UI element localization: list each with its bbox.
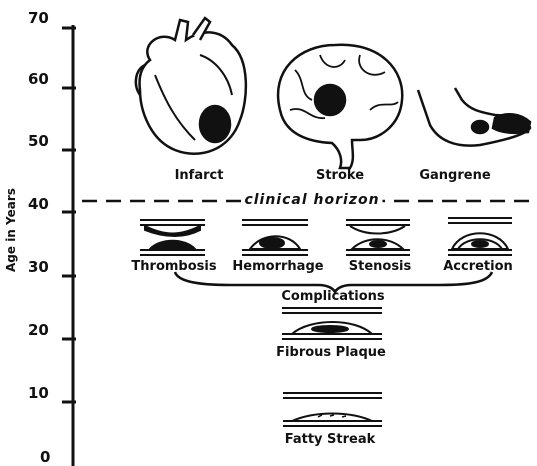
- y-tick-40: 40: [28, 195, 49, 213]
- accretion-label: Accretion: [443, 259, 513, 274]
- thrombosis-label: Thrombosis: [131, 259, 216, 274]
- infarct-label: Infarct: [175, 168, 224, 183]
- fibrous-plaque-label: Fibrous Plaque: [276, 345, 386, 360]
- y-axis-title: Age in Years: [4, 188, 18, 272]
- brain-illustration: [278, 45, 402, 168]
- y-tick-50: 50: [28, 132, 49, 150]
- fatty-streak-lesion: [283, 393, 382, 426]
- thrombosis-lesion: [140, 220, 205, 255]
- gangrene-label: Gangrene: [419, 168, 490, 183]
- y-tick-0: 0: [40, 448, 50, 466]
- stenosis-label: Stenosis: [349, 259, 412, 274]
- y-tick-20: 20: [28, 321, 49, 339]
- hemorrhage-label: Hemorrhage: [232, 259, 323, 274]
- stroke-label: Stroke: [316, 168, 364, 183]
- fatty-streak-label: Fatty Streak: [285, 432, 376, 447]
- y-tick-60: 60: [28, 70, 49, 88]
- complications-label: Complications: [281, 289, 384, 304]
- clinical-horizon-label: clinical horizon: [241, 192, 382, 208]
- foot-illustration: [418, 88, 530, 146]
- y-tick-70: 70: [28, 9, 49, 27]
- fibrous-plaque-lesion: [282, 308, 382, 339]
- accretion-lesion: [448, 218, 512, 255]
- stenosis-lesion: [346, 220, 410, 255]
- y-tick-10: 10: [28, 384, 49, 402]
- y-tick-30: 30: [28, 258, 49, 276]
- hemorrhage-lesion: [242, 220, 308, 255]
- heart-illustration: [136, 18, 246, 154]
